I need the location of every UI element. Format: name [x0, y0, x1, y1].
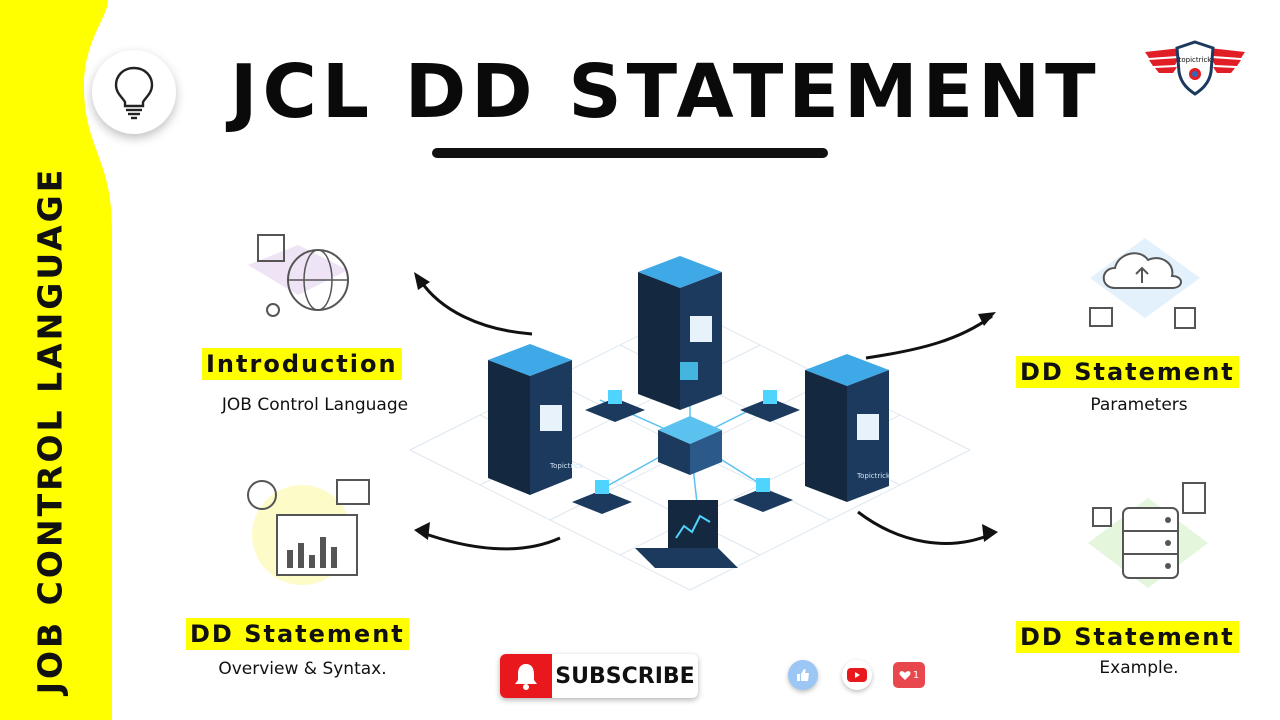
card-introduction-label: Introduction — [202, 348, 402, 380]
card-example-sub: Example. — [1099, 658, 1179, 678]
center-node — [658, 362, 722, 475]
card-parameters-sub: Parameters — [1090, 395, 1188, 415]
logo-text: topictrick — [1179, 56, 1213, 64]
bell-icon — [500, 654, 552, 698]
notification-count: 1 — [912, 669, 920, 681]
analytics-dashboard-icon — [247, 479, 370, 585]
heart-icon[interactable]: 1 — [893, 662, 925, 688]
subscribe-button[interactable]: SUBSCRIBE — [500, 654, 698, 698]
database-icon — [1088, 482, 1208, 588]
network-globe-icon — [248, 234, 349, 317]
server-left: Topictrick — [488, 344, 584, 495]
page-title: JCL DD STATEMENT — [230, 49, 1101, 135]
title-underline — [432, 148, 828, 158]
thumbs-up-icon[interactable] — [788, 660, 818, 690]
lightbulb-icon — [92, 50, 176, 134]
topictrick-logo: topictrick — [1145, 40, 1245, 96]
server-brand-right: Topictrick — [856, 472, 891, 480]
card-introduction-sub: JOB Control Language — [221, 395, 409, 415]
server-brand-left: Topictrick — [549, 462, 584, 470]
card-overview-sub: Overview & Syntax. — [218, 659, 387, 679]
youtube-icon[interactable] — [842, 660, 872, 690]
server-right: Topictrick — [805, 354, 891, 502]
subscribe-label: SUBSCRIBE — [555, 663, 695, 689]
server-illustration: Topictrick Topictrick — [408, 256, 972, 591]
card-example-label: DD Statement — [1016, 621, 1239, 653]
laptop — [635, 500, 738, 568]
card-overview-label: DD Statement — [186, 618, 409, 650]
card-parameters-label: DD Statement — [1016, 356, 1239, 388]
cloud-upload-icon — [1089, 238, 1200, 329]
